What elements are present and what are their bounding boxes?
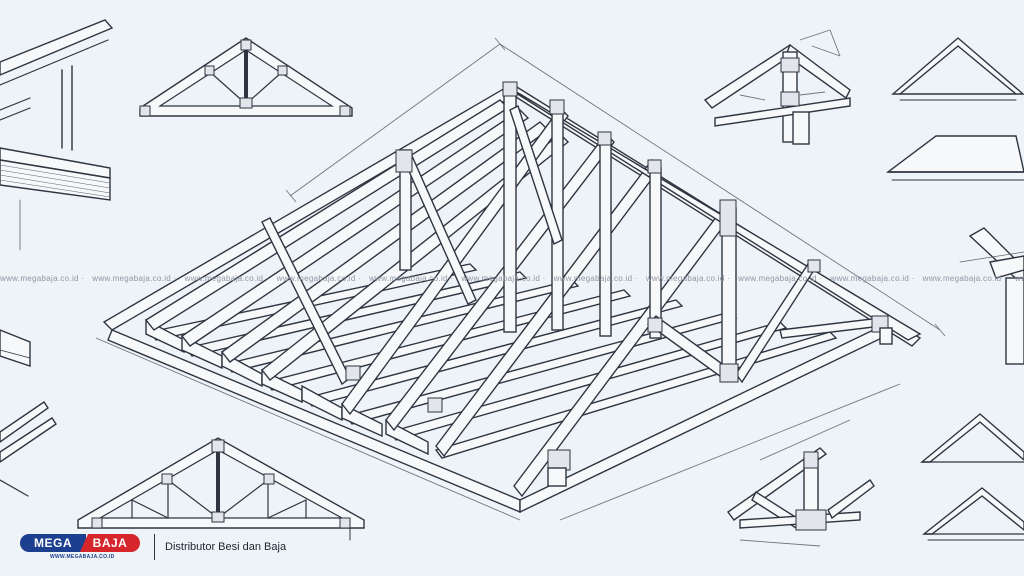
dimension-lines <box>95 37 946 521</box>
watermark-text: www.megabaja.co.id · <box>553 274 638 283</box>
watermark-text: www.megabaja.co.id · <box>184 274 269 283</box>
eave-section-sketch <box>0 19 114 251</box>
left-beam-fragment <box>0 329 31 367</box>
kingpost-truss-sketch <box>139 37 353 117</box>
diagonal-braces <box>261 105 883 386</box>
gable-profile-2 <box>920 413 1024 463</box>
brand-footer: MEGA BAJA WWW.MEGABAJA.CO.ID Distributor… <box>20 530 286 564</box>
watermark-text: www.megabaja.co.id · <box>738 274 823 283</box>
brand-divider <box>154 534 155 560</box>
left-rafter-fragment <box>0 401 57 497</box>
watermark-text: www.megabaja.co.id · <box>0 274 85 283</box>
watermark-text: www.megabaja.co.id · <box>830 274 915 283</box>
hip-profile <box>885 135 1024 181</box>
watermark-text: www.megabaja.co.id · <box>645 274 731 283</box>
watermark-text: www.megabaja.co.id · <box>1014 274 1024 283</box>
watermark-text: www.megabaja.co.id · <box>369 274 454 283</box>
howe-truss-sketch <box>77 437 365 541</box>
brand-tagline: Distributor Besi dan Baja <box>165 541 287 553</box>
gusset-plates <box>345 81 889 471</box>
watermark-text: www.megabaja.co.id · <box>922 274 1007 283</box>
hip-roof-frame <box>95 37 946 521</box>
watermark-text: www.megabaja.co.id · <box>276 274 362 283</box>
gable-profile-1 <box>891 37 1024 101</box>
web-joint-detail-sketch <box>727 419 875 547</box>
brand-url: WWW.MEGABAJA.CO.ID <box>50 554 115 560</box>
ridge-joint-detail-sketch <box>703 29 851 145</box>
brand-name-right: BAJA <box>80 534 140 552</box>
gable-profile-3 <box>921 487 1024 541</box>
watermark-text: www.megabaja.co.id · <box>461 274 546 283</box>
watermark-text: www.megabaja.co.id · <box>92 274 177 283</box>
brand-logo[interactable]: MEGA BAJA WWW.MEGABAJA.CO.ID <box>20 532 144 562</box>
corner-post-detail <box>959 227 1024 365</box>
brand-name-left: MEGA <box>20 534 86 552</box>
watermark-strip: www.megabaja.co.id · www.megabaja.co.id ·… <box>0 274 1024 288</box>
